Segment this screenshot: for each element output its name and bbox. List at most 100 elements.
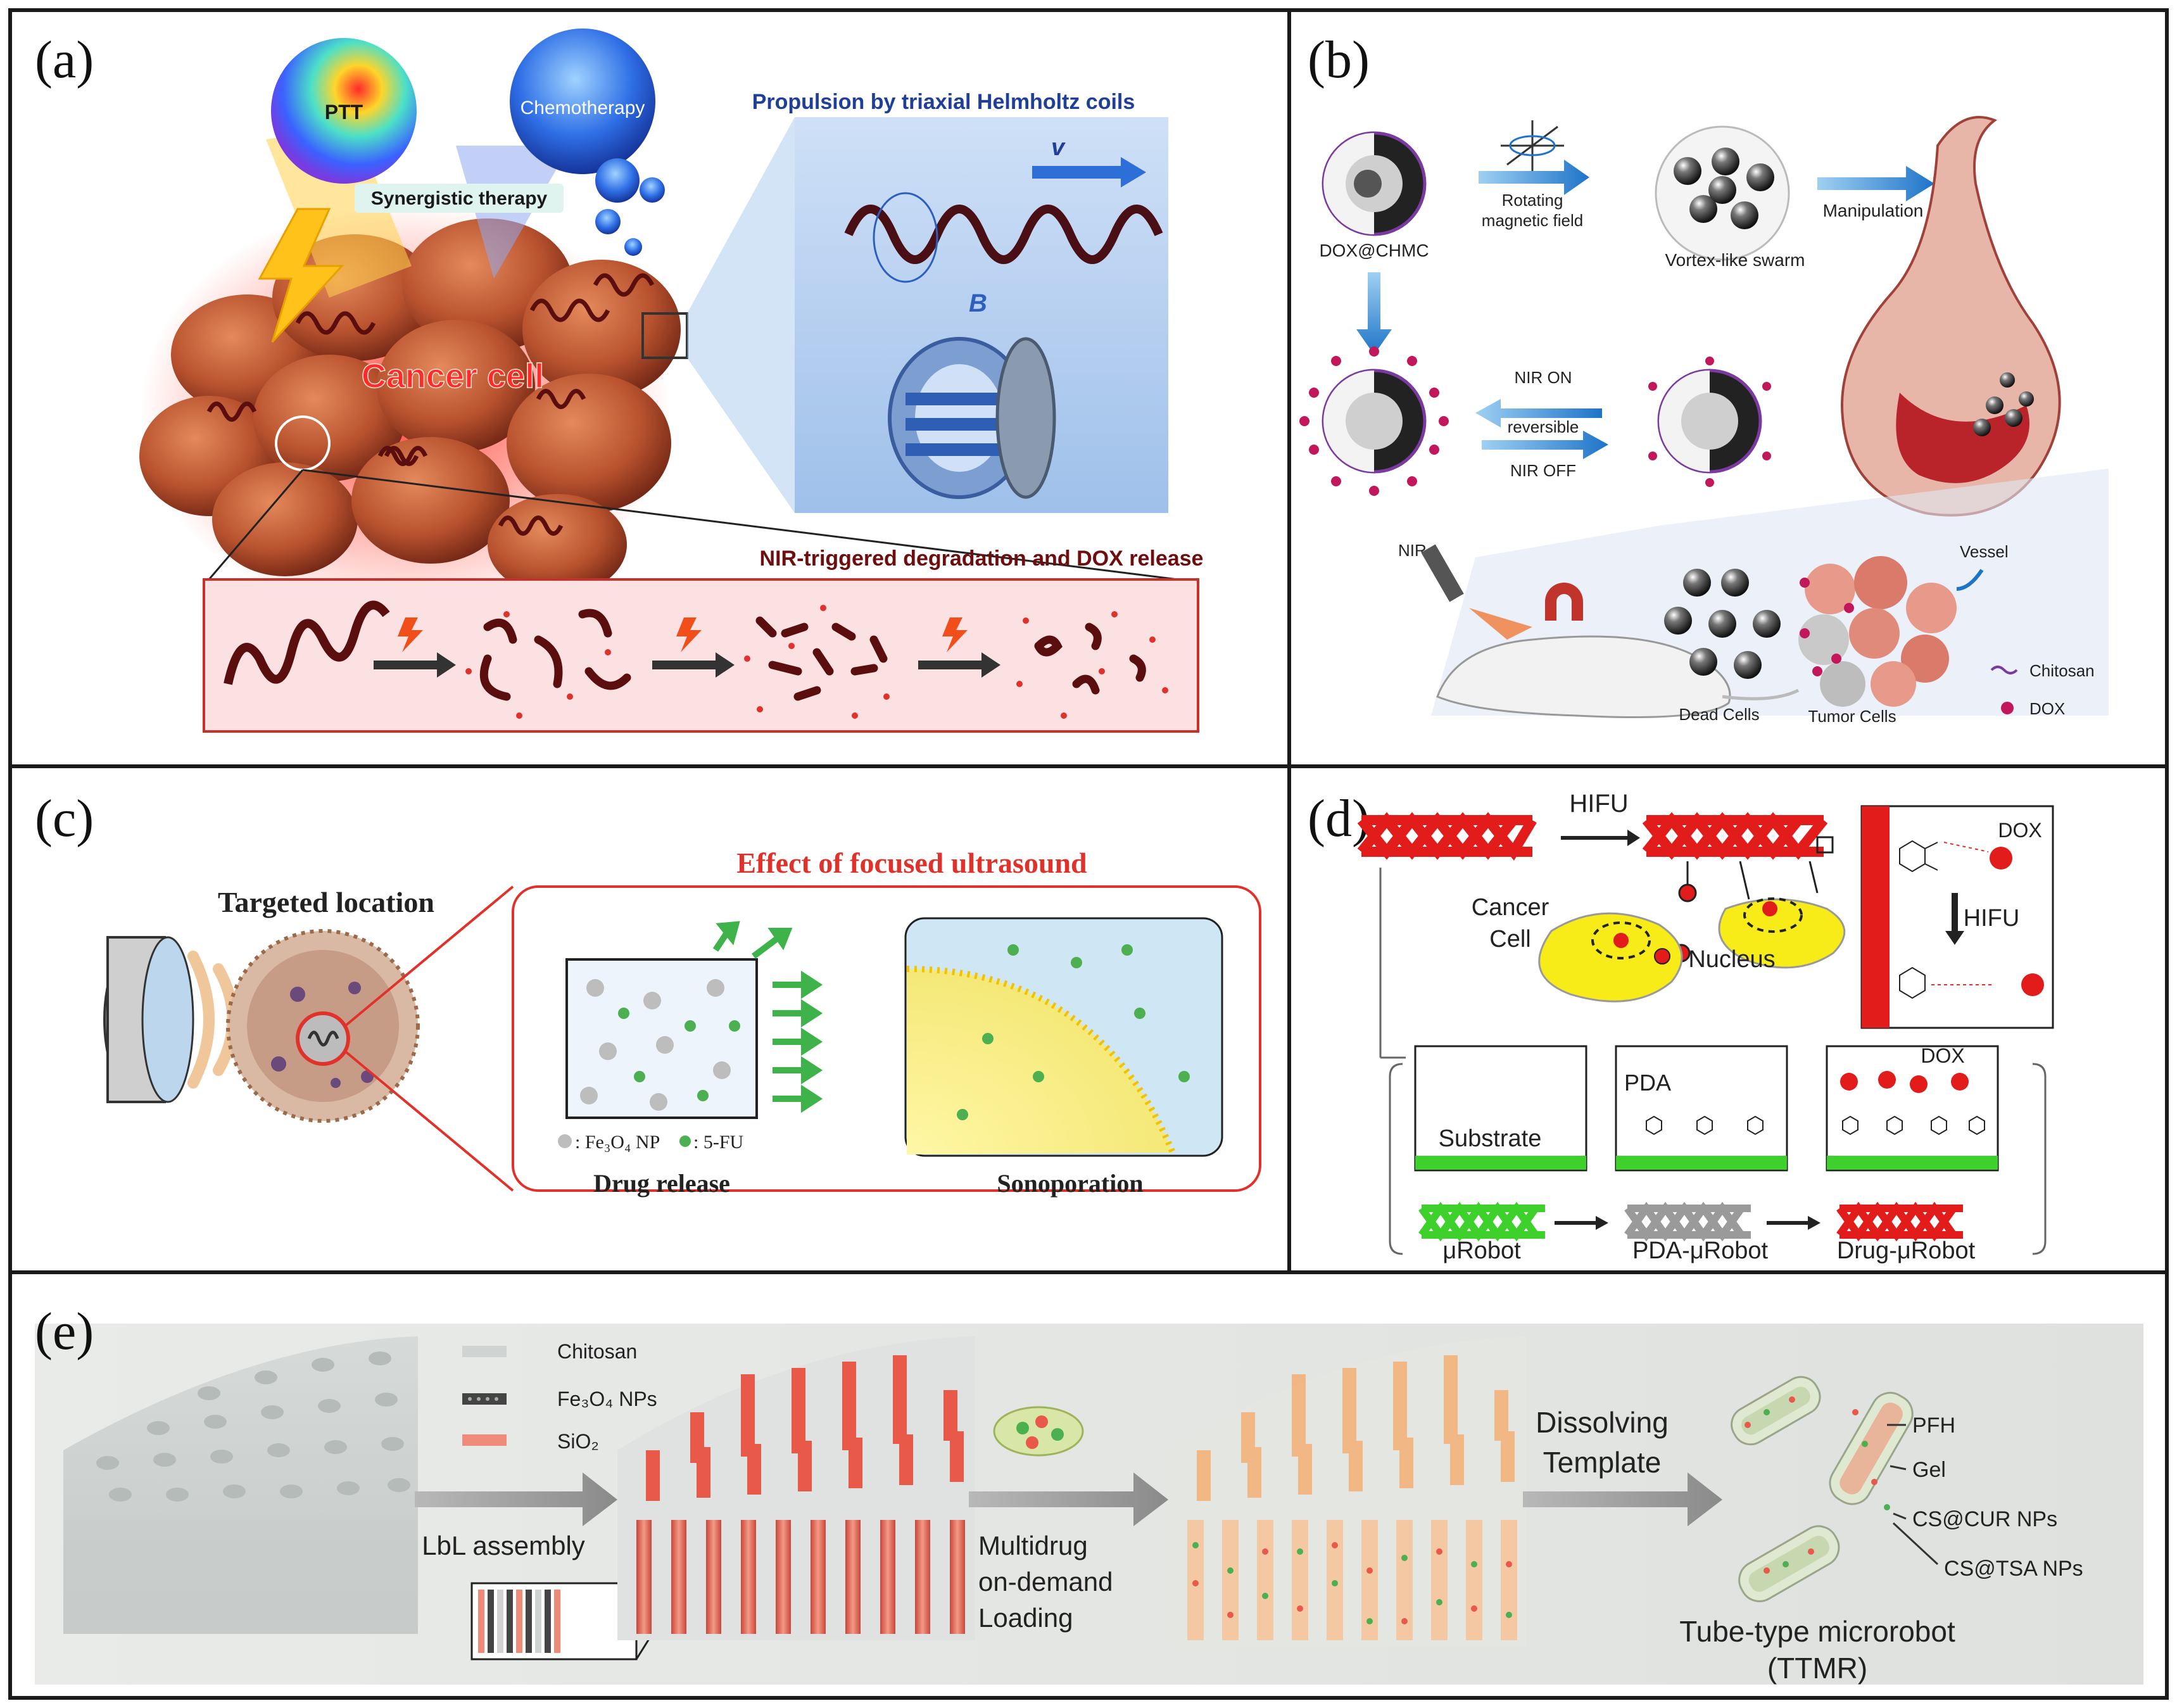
- loaded-tube-array: [1168, 1336, 1526, 1647]
- reversible-label: reversible: [1508, 417, 1579, 436]
- robot-red-2: [1642, 812, 1828, 860]
- pda-catechols: [1646, 1115, 1764, 1136]
- panel-b-letter: (b): [1308, 30, 1370, 89]
- chemo-bubbles: [595, 158, 665, 256]
- vortex-label: Vortex-like swarm: [1665, 250, 1805, 270]
- cell-membrane: [907, 969, 1173, 1154]
- multidrug-label-3: Loading: [978, 1603, 1073, 1633]
- cs-tsa-label: CS@TSA NPs: [1944, 1557, 2083, 1581]
- multidrug-label-2: on-demand: [978, 1567, 1113, 1597]
- substrate-layer-2: [1616, 1156, 1787, 1170]
- helix-intact: [224, 600, 390, 685]
- vessel-beads: [1973, 372, 2034, 436]
- cancer-cell-cluster: [139, 218, 681, 595]
- nir-on-label: NIR ON: [1515, 368, 1572, 387]
- transducer-icon: [103, 936, 194, 1103]
- rotating-label-1: Rotating: [1502, 191, 1563, 210]
- zoom-square-d: [1816, 836, 1834, 854]
- catechol-structure-2: [1899, 966, 1995, 999]
- legend-chitosan-label: Chitosan: [557, 1340, 637, 1363]
- lbl-layers-inset: [470, 1582, 653, 1661]
- dox-loaded-particle: [1657, 369, 1762, 474]
- nir-beam: [1469, 608, 1532, 640]
- dox-chmc-label: DOX@CHMC: [1319, 241, 1429, 260]
- dead-cells: [1664, 569, 1781, 679]
- zoom-lines: [208, 469, 1178, 581]
- 5fu-drugs: [618, 1008, 740, 1101]
- template-pores: [96, 1351, 410, 1502]
- legend-fe3o4-dots: [468, 1397, 498, 1401]
- dox-legend-label: DOX: [2029, 699, 2065, 718]
- drug-droplet-icon: [993, 1406, 1084, 1457]
- dox-legend-icon: [2001, 702, 2014, 714]
- substrate-box: [1414, 1045, 1587, 1172]
- arrow-hifu-down: [1945, 893, 1964, 945]
- hifu-inset-label: HIFU: [1964, 905, 2020, 932]
- helmholtz-coils-icon: [888, 337, 1056, 499]
- vessel-blood: [1896, 393, 2029, 483]
- helix-icon-c: [307, 1030, 339, 1047]
- urobot-label: μRobot: [1442, 1237, 1521, 1264]
- vortex-beads: [1674, 148, 1774, 229]
- sonoporation-drugs: [957, 944, 1190, 1120]
- drug-box: [1826, 1045, 1999, 1172]
- bracket-right: [2032, 1063, 2047, 1255]
- robot-red-1: [1357, 812, 1537, 861]
- zoom-lines-c: [344, 885, 514, 1192]
- panel-c-letter: (c): [35, 789, 94, 848]
- catechol-structure-1: [1899, 840, 1989, 873]
- arrow-nir-off: [1482, 431, 1608, 459]
- dox-release-particle: [1322, 369, 1427, 474]
- synergy-label: Synergistic therapy: [371, 188, 548, 209]
- sonoporation-label: Sonoporation: [997, 1169, 1143, 1198]
- b-field-label: B: [969, 289, 987, 317]
- ptt-label: PTT: [325, 101, 363, 123]
- zoom-cone: [687, 117, 795, 513]
- robot-white: [1624, 1201, 1751, 1242]
- legend-sio2-swatch: [462, 1434, 507, 1446]
- nir-laser-icon: [1421, 544, 1464, 602]
- nir-label: NIR: [1398, 541, 1427, 560]
- drug-dox-dots: [1840, 1071, 1969, 1093]
- panel-b: (b) DOX@CHMC Rotating magnetic field Vor…: [1299, 30, 2109, 726]
- ptt-sphere: [271, 38, 417, 184]
- substrate-layer-3: [1827, 1156, 1998, 1170]
- helix-robot-zoomed: [844, 205, 1163, 264]
- dox-dots-loaded: [1648, 357, 1771, 487]
- fu-legend-label: : 5-FU: [693, 1132, 744, 1153]
- figure-frame: [8, 8, 2169, 1700]
- focus-circle: [296, 1011, 350, 1066]
- arrow-down: [1356, 272, 1392, 355]
- panel-c: (c) Targeted location Effect of focused …: [35, 789, 1261, 1198]
- ttmr-tubes: [1731, 1376, 1914, 1602]
- panel-a: (a): [35, 28, 1204, 733]
- np-legend-label: : Fe₃O₄ NP: [575, 1132, 660, 1153]
- targeted-location-label: Targeted location: [218, 886, 434, 918]
- dox-inset-label: DOX: [1998, 819, 2041, 842]
- release-arrows: [712, 921, 823, 1113]
- dead-cells-label: Dead Cells: [1679, 705, 1759, 724]
- panel-e-letter: (e): [35, 1302, 94, 1361]
- helix-robots: [206, 273, 655, 536]
- flow-connector: [1379, 868, 1406, 1059]
- dox-molecule-2: [2021, 973, 2044, 996]
- rotating-label-2: magnetic field: [1482, 211, 1583, 230]
- velocity-arrow: [1032, 157, 1146, 187]
- arrow-to-pda: [1555, 1216, 1608, 1230]
- chitosan-legend-icon: [1990, 666, 2018, 674]
- inset-robot-bar: [1862, 806, 1890, 1028]
- dissolving-label-1: Dissolving: [1536, 1406, 1669, 1439]
- arrow-to-drug: [1767, 1216, 1820, 1230]
- nir-degradation-title: NIR-triggered degradation and DOX releas…: [760, 547, 1204, 571]
- fu-legend-icon: [679, 1136, 691, 1147]
- cancer-label-2: Cell: [1489, 926, 1530, 952]
- pda-box: [1615, 1045, 1788, 1172]
- drug-release-label: Drug release: [593, 1169, 730, 1198]
- substrate-label: Substrate: [1439, 1125, 1542, 1152]
- dox-dots-released: [1299, 346, 1449, 496]
- ttmr-leader-lines: [1887, 1424, 1939, 1566]
- dox-dots-a: [465, 605, 1168, 719]
- tumor-cells-label: Tumor Cells: [1808, 707, 1896, 726]
- velocity-label: v: [1051, 134, 1066, 161]
